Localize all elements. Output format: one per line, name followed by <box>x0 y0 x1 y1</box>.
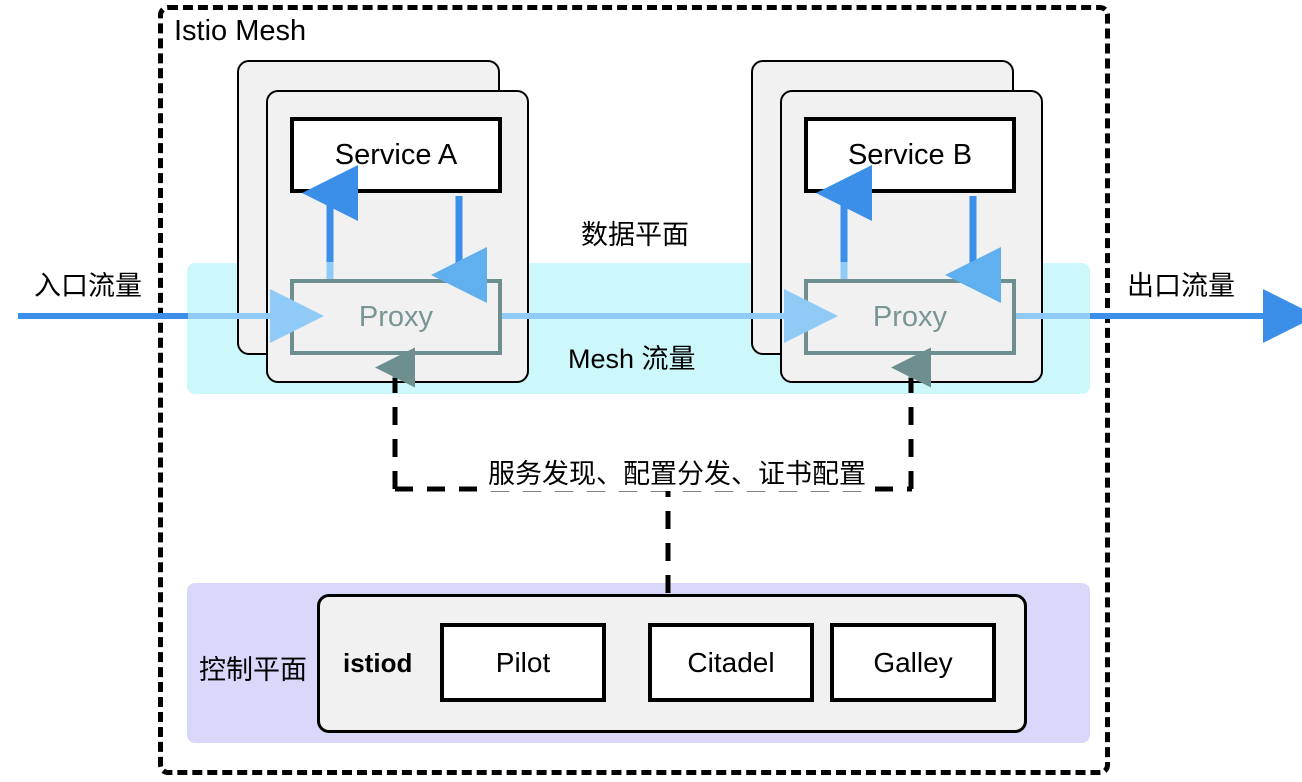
mesh-title: Istio Mesh <box>174 15 307 47</box>
control-plane-label: 控制平面 <box>199 655 307 685</box>
egress-traffic-label: 出口流量 <box>1127 271 1235 301</box>
service-b-box[interactable]: Service B <box>804 117 1016 193</box>
component-citadel[interactable]: Citadel <box>648 623 814 702</box>
istiod-label: istiod <box>343 648 413 678</box>
config-flow-label: 服务发现、配置分发、证书配置 <box>484 452 870 491</box>
data-plane-label: 数据平面 <box>581 220 689 250</box>
istio-mesh-boundary <box>158 5 1110 775</box>
component-pilot[interactable]: Pilot <box>440 623 606 702</box>
component-galley[interactable]: Galley <box>830 623 996 702</box>
proxy-a-box[interactable]: Proxy <box>290 279 502 355</box>
service-a-box[interactable]: Service A <box>290 117 502 193</box>
ingress-traffic-label: 入口流量 <box>34 271 142 301</box>
mesh-traffic-label: Mesh 流量 <box>568 344 696 374</box>
proxy-b-box[interactable]: Proxy <box>804 279 1016 355</box>
